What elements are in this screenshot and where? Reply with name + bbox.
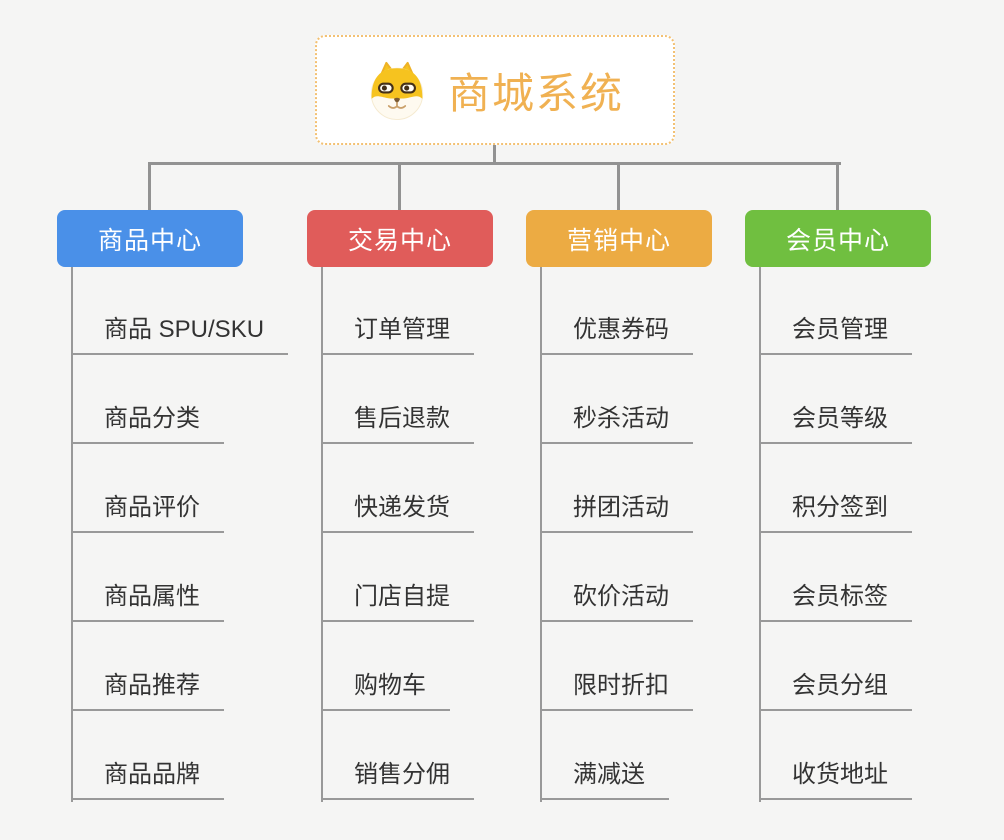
- leaf-node[interactable]: 拼团活动: [540, 493, 693, 533]
- leaf-node[interactable]: 订单管理: [321, 315, 474, 355]
- connector-drop-marketing: [617, 162, 620, 211]
- leaf-node[interactable]: 商品 SPU/SKU: [71, 315, 289, 355]
- leaf-node[interactable]: 快递发货: [321, 493, 474, 533]
- branch-node-trade-center[interactable]: 交易中心: [307, 210, 493, 267]
- leaf-node[interactable]: 会员标签: [759, 582, 912, 622]
- branch-spine-member: [759, 267, 761, 802]
- connector-root-stem: [493, 145, 496, 164]
- leaf-node[interactable]: 优惠券码: [540, 315, 693, 355]
- leaf-node[interactable]: 门店自提: [321, 582, 474, 622]
- branch-spine-product: [71, 267, 73, 802]
- leaf-node[interactable]: 购物车: [321, 671, 450, 711]
- root-title: 商城系统: [447, 69, 624, 117]
- branch-spine-trade: [321, 267, 323, 802]
- leaf-node[interactable]: 会员管理: [759, 315, 912, 355]
- leaf-node[interactable]: 限时折扣: [540, 671, 693, 711]
- branch-node-marketing-center[interactable]: 营销中心: [526, 210, 712, 267]
- leaf-node[interactable]: 会员等级: [759, 404, 912, 444]
- leaf-node[interactable]: 销售分佣: [321, 760, 474, 800]
- leaf-node[interactable]: 售后退款: [321, 404, 474, 444]
- leaf-node[interactable]: 积分签到: [759, 493, 912, 533]
- branch-node-product-center[interactable]: 商品中心: [57, 210, 243, 267]
- leaf-node[interactable]: 砍价活动: [540, 582, 693, 622]
- connector-drop-product: [148, 162, 151, 211]
- branch-spine-marketing: [540, 267, 542, 802]
- leaf-node[interactable]: 会员分组: [759, 671, 912, 711]
- connector-horizontal-bar: [148, 162, 841, 165]
- branch-node-member-center[interactable]: 会员中心: [745, 210, 931, 267]
- leaf-node[interactable]: 秒杀活动: [540, 404, 693, 444]
- connector-drop-trade: [398, 162, 401, 211]
- connector-drop-member: [836, 162, 839, 211]
- leaf-node[interactable]: 商品品牌: [71, 760, 224, 800]
- root-node[interactable]: 商城系统: [315, 35, 675, 145]
- leaf-node[interactable]: 商品推荐: [71, 671, 224, 711]
- leaf-node[interactable]: 收货地址: [759, 760, 912, 800]
- dog-icon: [370, 61, 424, 121]
- leaf-node[interactable]: 商品评价: [71, 493, 224, 533]
- leaf-node[interactable]: 满减送: [540, 760, 669, 800]
- leaf-node[interactable]: 商品属性: [71, 582, 224, 622]
- leaf-node[interactable]: 商品分类: [71, 404, 224, 444]
